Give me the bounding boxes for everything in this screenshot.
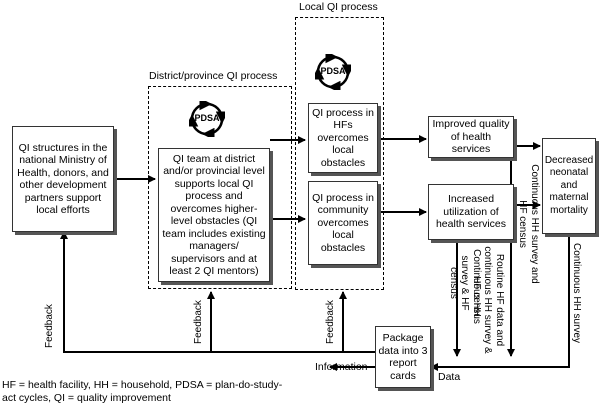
qi-team-box: QI team at district and/or provincial le… [158,148,270,282]
data-label: Data [438,371,461,383]
increased-utilization-box: Increased utilization of health services [428,184,514,240]
feedback-label-district: Feedback [193,300,204,344]
local-process-container [295,17,384,290]
qi-structures-box: QI structures in the national Ministry o… [12,126,114,232]
improved-quality-box: Improved quality of health services [428,116,514,158]
pdsa-cycle-icon-local: PDSA [315,54,351,90]
hh-survey-hf-census-label: Continuous HH survey and HF census [517,164,541,284]
district-process-container [148,86,292,289]
district-process-title: District/province QI process [149,70,278,82]
pdsa-label: PDSA [320,66,346,76]
pdsa-cycle-icon-district: PDSA [189,101,225,137]
local-process-title: Local QI process [299,1,378,13]
feedback-label-structures: Feedback [44,304,55,348]
continuous-hh-survey-label: Continuous HH survey [571,242,582,344]
line-mortality-data [470,234,570,368]
pdsa-label: PDSA [194,113,220,123]
package-data-box: Package data into 3 report cards [375,326,431,388]
footnote: HF = health facility, HH = household, PD… [2,379,283,404]
arrow-feedback-structures [60,231,375,353]
decreased-mortality-box: Decreased neonatal and maternal mortalit… [542,138,596,234]
qi-process-hfs-box: QI process in HFs overcomes local obstac… [308,103,378,173]
routine-hf-data-label: Routine HF data and continuous HH survey… [471,246,505,354]
information-label: Information [315,361,368,373]
feedback-label-local: Feedback [325,300,336,344]
qi-process-community-box: QI process in community overcomes local … [308,181,378,265]
